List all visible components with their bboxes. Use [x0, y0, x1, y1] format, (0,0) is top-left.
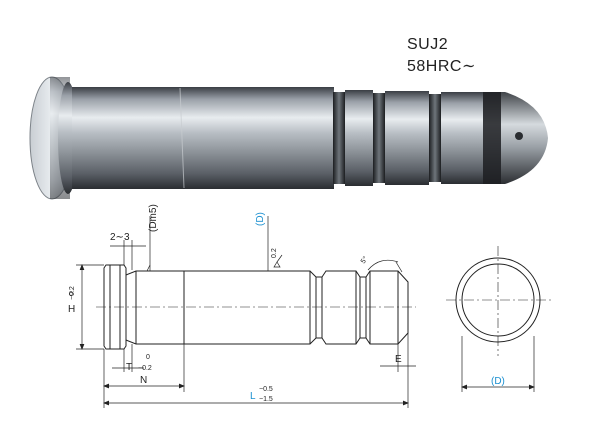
dim-d-side: (D): [255, 212, 266, 226]
dim-t-line: [112, 344, 144, 372]
dim-e: E: [395, 354, 402, 365]
dim-dm5: (Dm5): [148, 204, 159, 232]
dim-h: H: [68, 304, 75, 315]
dim-h-line: [76, 264, 104, 350]
dim-l-line: [103, 333, 409, 408]
dim-l-tol-bot: −1.5: [259, 396, 273, 403]
chamfer-angle-line: [367, 259, 403, 273]
runout-symbol: [273, 254, 283, 268]
dim-h-tol-bot: −0.2: [69, 286, 76, 300]
dim-dm5-line: [146, 216, 151, 272]
dim-groove: 2∼3: [110, 232, 130, 243]
dim-t: T: [126, 362, 132, 373]
chamfer-angle: 5°: [359, 255, 370, 265]
dim-t-tol-top: 0: [146, 354, 150, 361]
dim-n: N: [140, 375, 147, 386]
pin-groove-1: [333, 92, 345, 184]
dim-e-line: [380, 344, 416, 372]
drawing-shank: [125, 270, 409, 345]
dim-l: L: [250, 391, 256, 402]
pin-groove-2: [373, 93, 385, 183]
material-label: SUJ2: [407, 36, 449, 53]
dim-n-line: [103, 344, 185, 408]
dim-groove-line: [110, 240, 146, 270]
pin-tip-hole: [515, 132, 523, 140]
dim-d-end-line: [461, 336, 535, 392]
dim-t-tol-bot: −0.2: [138, 365, 152, 372]
dim-d-end: (D): [491, 376, 505, 387]
dim-h-tol-top: 0: [69, 291, 73, 298]
pin-shank: [72, 87, 334, 189]
pin-groove-3: [429, 94, 441, 182]
hardness-label: 58HRC∼: [407, 58, 476, 75]
runout-value: 0.2: [271, 248, 278, 258]
dim-l-tol-top: −0.5: [259, 386, 273, 393]
